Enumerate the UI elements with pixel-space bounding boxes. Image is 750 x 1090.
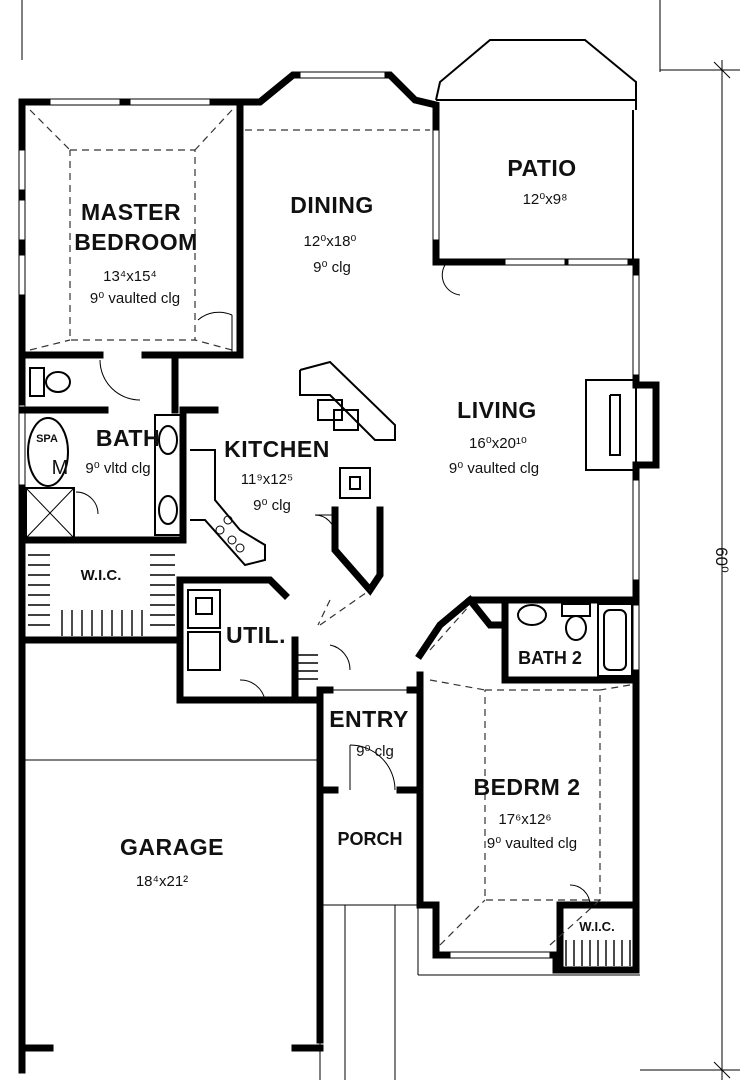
patio-name: PATIO [507,155,576,181]
room-label-living: LIVING 16⁰x20¹⁰ 9⁰ vaulted clg [449,397,539,477]
bath-name: BATH [96,425,160,451]
dining-size: 12⁰x18⁰ [304,233,357,250]
living-size: 16⁰x20¹⁰ [469,435,527,452]
patio-outline [435,39,637,262]
garage-size: 18⁴x21² [136,873,188,890]
bedroom2-wic-name: W.I.C. [579,919,614,934]
room-label-dining: DINING 12⁰x18⁰ 9⁰ clg [290,192,374,276]
living-ceiling: 9⁰ vaulted clg [449,460,539,477]
kitchen-ceiling: 9⁰ clg [253,497,291,514]
dining-ceiling: 9⁰ clg [313,259,351,276]
util-name: UTIL. [226,622,286,648]
room-label-util: UTIL. [226,622,286,648]
master-bedroom-name-line1: MASTER [81,199,181,225]
util-fixtures [187,589,351,701]
room-label-bath2: BATH 2 [518,648,582,668]
room-label-bedroom2: BEDRM 2 17⁶x12⁶ 9⁰ vaulted clg [473,774,580,852]
master-wic-shelving [28,554,175,636]
bath-fixtures [25,311,233,539]
overall-dimension-text: 60⁰ [712,547,731,573]
kitchen-counters [190,360,396,567]
room-label-kitchen: KITCHEN 11⁹x12⁵ 9⁰ clg [224,436,330,514]
bath-ceiling: 9⁰ vltd clg [85,460,150,477]
entry-ceiling: 9⁰ clg [356,743,394,760]
living-name: LIVING [457,397,537,423]
porch-name: PORCH [337,829,402,849]
room-label-porch: PORCH [337,829,402,849]
bedroom2-wic-shelving [565,884,631,966]
overall-dimension-line: 60⁰ [21,0,740,1080]
entry-name: ENTRY [329,706,409,732]
kitchen-name: KITCHEN [224,436,330,462]
room-label-wic-master: W.I.C. [81,567,122,584]
master-bedroom-ceiling: 9⁰ vaulted clg [90,290,180,307]
patio-size: 12⁰x9⁸ [523,191,568,208]
vault-ceiling-lines [29,109,631,946]
room-label-garage: GARAGE 18⁴x21² [120,834,224,890]
kitchen-size: 11⁹x12⁵ [241,471,293,488]
room-label-wic2: W.I.C. [579,919,614,934]
room-label-bath: SPA M BATH 9⁰ vltd clg [36,425,160,479]
entry-porch-details [22,689,640,1080]
bedroom2-size: 17⁶x12⁶ [498,811,551,828]
bedroom2-ceiling: 9⁰ vaulted clg [487,835,577,852]
bath2-name: BATH 2 [518,648,582,668]
bath2-fixtures [441,264,633,677]
dining-name: DINING [290,192,374,218]
bedroom2-name: BEDRM 2 [473,774,580,800]
windows [18,71,640,959]
fireplace [585,379,637,471]
garage-name: GARAGE [120,834,224,860]
room-label-entry: ENTRY 9⁰ clg [329,706,409,760]
master-bedroom-size: 13⁴x15⁴ [103,268,157,285]
interior-walls [18,351,640,969]
spa-label: SPA [36,433,58,445]
master-wic-name: W.I.C. [81,567,122,584]
room-label-master: MASTER BEDROOM 13⁴x15⁴ 9⁰ vaulted clg [74,199,198,307]
spa-mark: M [52,457,69,479]
room-label-patio: PATIO 12⁰x9⁸ [507,155,576,208]
master-bedroom-name-line2: BEDROOM [74,229,198,255]
